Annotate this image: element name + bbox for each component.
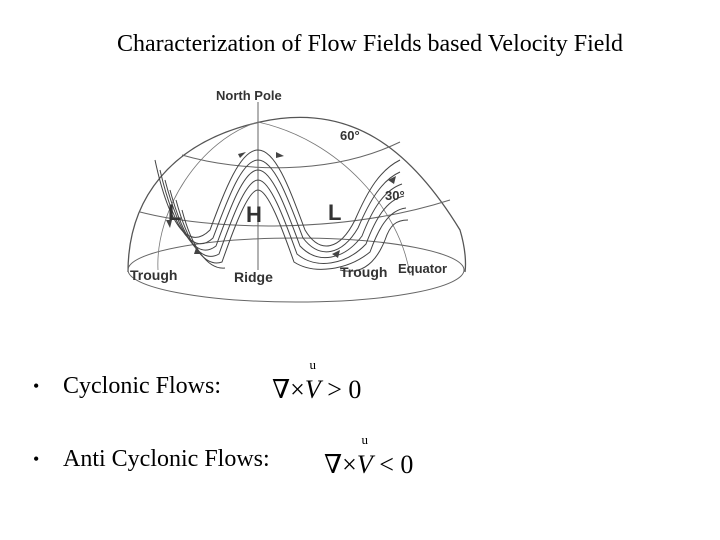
equator-line [127, 237, 465, 303]
label-trough-right: Trough [340, 264, 387, 280]
bullet-label-anticyclonic: Anti Cyclonic Flows: [63, 446, 270, 472]
bullet-cyclonic: • Cyclonic Flows: [33, 373, 221, 400]
latitude-60-line [181, 141, 401, 169]
nabla-symbol: ∇ [324, 450, 343, 479]
slide-title: Characterization of Flow Fields based Ve… [116, 31, 624, 57]
bullet-marker: • [33, 376, 40, 396]
label-lat-60: 60° [340, 128, 360, 143]
vector-arrow-mark: u [361, 432, 369, 447]
label-north-pole: North Pole [216, 88, 282, 103]
label-lat-30: 30° [385, 188, 405, 203]
label-ridge: Ridge [234, 269, 273, 285]
vector-arrow-mark: u [309, 357, 317, 372]
bullet-label-cyclonic: Cyclonic Flows: [63, 373, 222, 399]
times-symbol: × [290, 375, 305, 404]
times-symbol: × [342, 450, 357, 479]
bullet-anticyclonic: • Anti Cyclonic Flows: [33, 446, 270, 473]
label-low-right: L [328, 200, 341, 225]
bullet-marker: • [33, 449, 40, 469]
label-equator: Equator [398, 261, 447, 276]
meridian-left [157, 121, 259, 271]
flow-arrows [166, 152, 396, 258]
hemisphere-outline [127, 116, 467, 273]
latitude-30-line [139, 199, 451, 227]
flow-streamlines [154, 149, 409, 272]
nabla-symbol: ∇ [272, 375, 291, 404]
label-high: H [246, 202, 262, 227]
relation-negative: < 0 [379, 450, 414, 479]
label-low-left: L [168, 200, 181, 225]
label-trough-left: Trough [130, 267, 177, 283]
meridian-right [257, 121, 411, 276]
hemisphere-flow-diagram: North Pole 60° 30° Equator L H L Trough … [127, 88, 467, 303]
relation-positive: > 0 [327, 375, 362, 404]
